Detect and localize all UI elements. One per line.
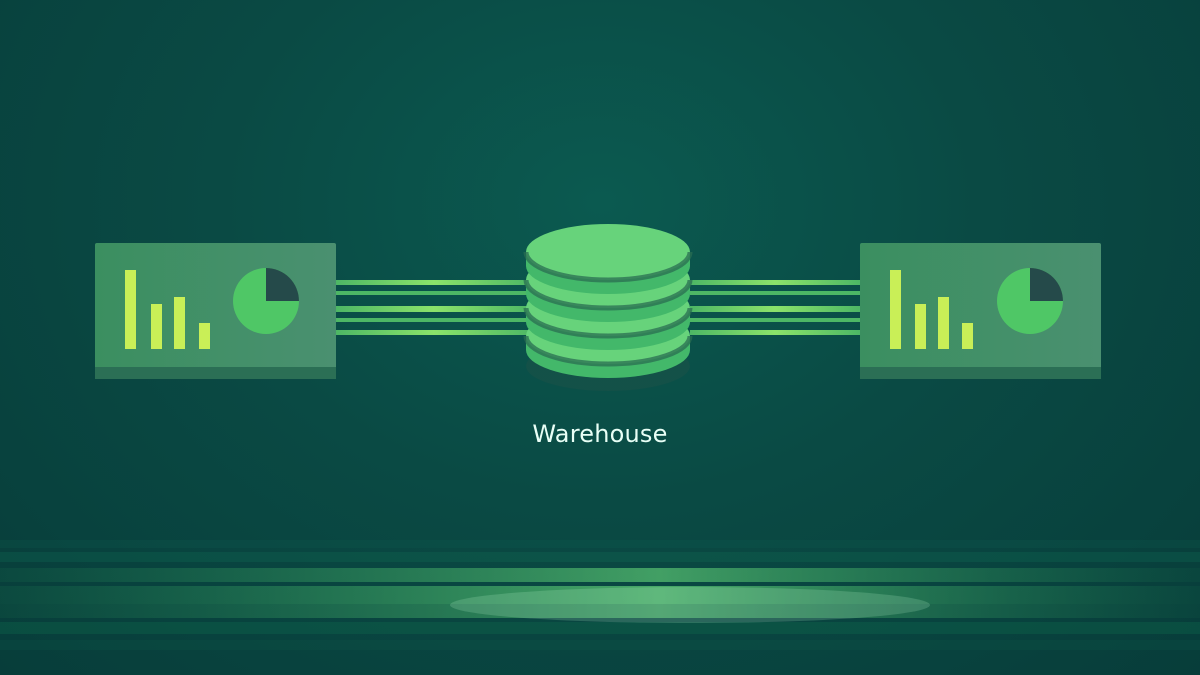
pie-chart-icon xyxy=(997,268,1063,334)
connection-lines-left xyxy=(336,280,532,335)
right-dashboard-panel xyxy=(860,243,1101,379)
warehouse-label: Warehouse xyxy=(532,420,668,448)
database-icon xyxy=(523,224,693,391)
left-dashboard-panel xyxy=(95,243,336,379)
bottom-glow xyxy=(0,540,1200,650)
connection-lines-right xyxy=(690,280,860,335)
bar-chart-icon xyxy=(890,270,973,349)
bar-chart-icon xyxy=(125,270,210,349)
pie-chart-icon xyxy=(233,268,299,334)
